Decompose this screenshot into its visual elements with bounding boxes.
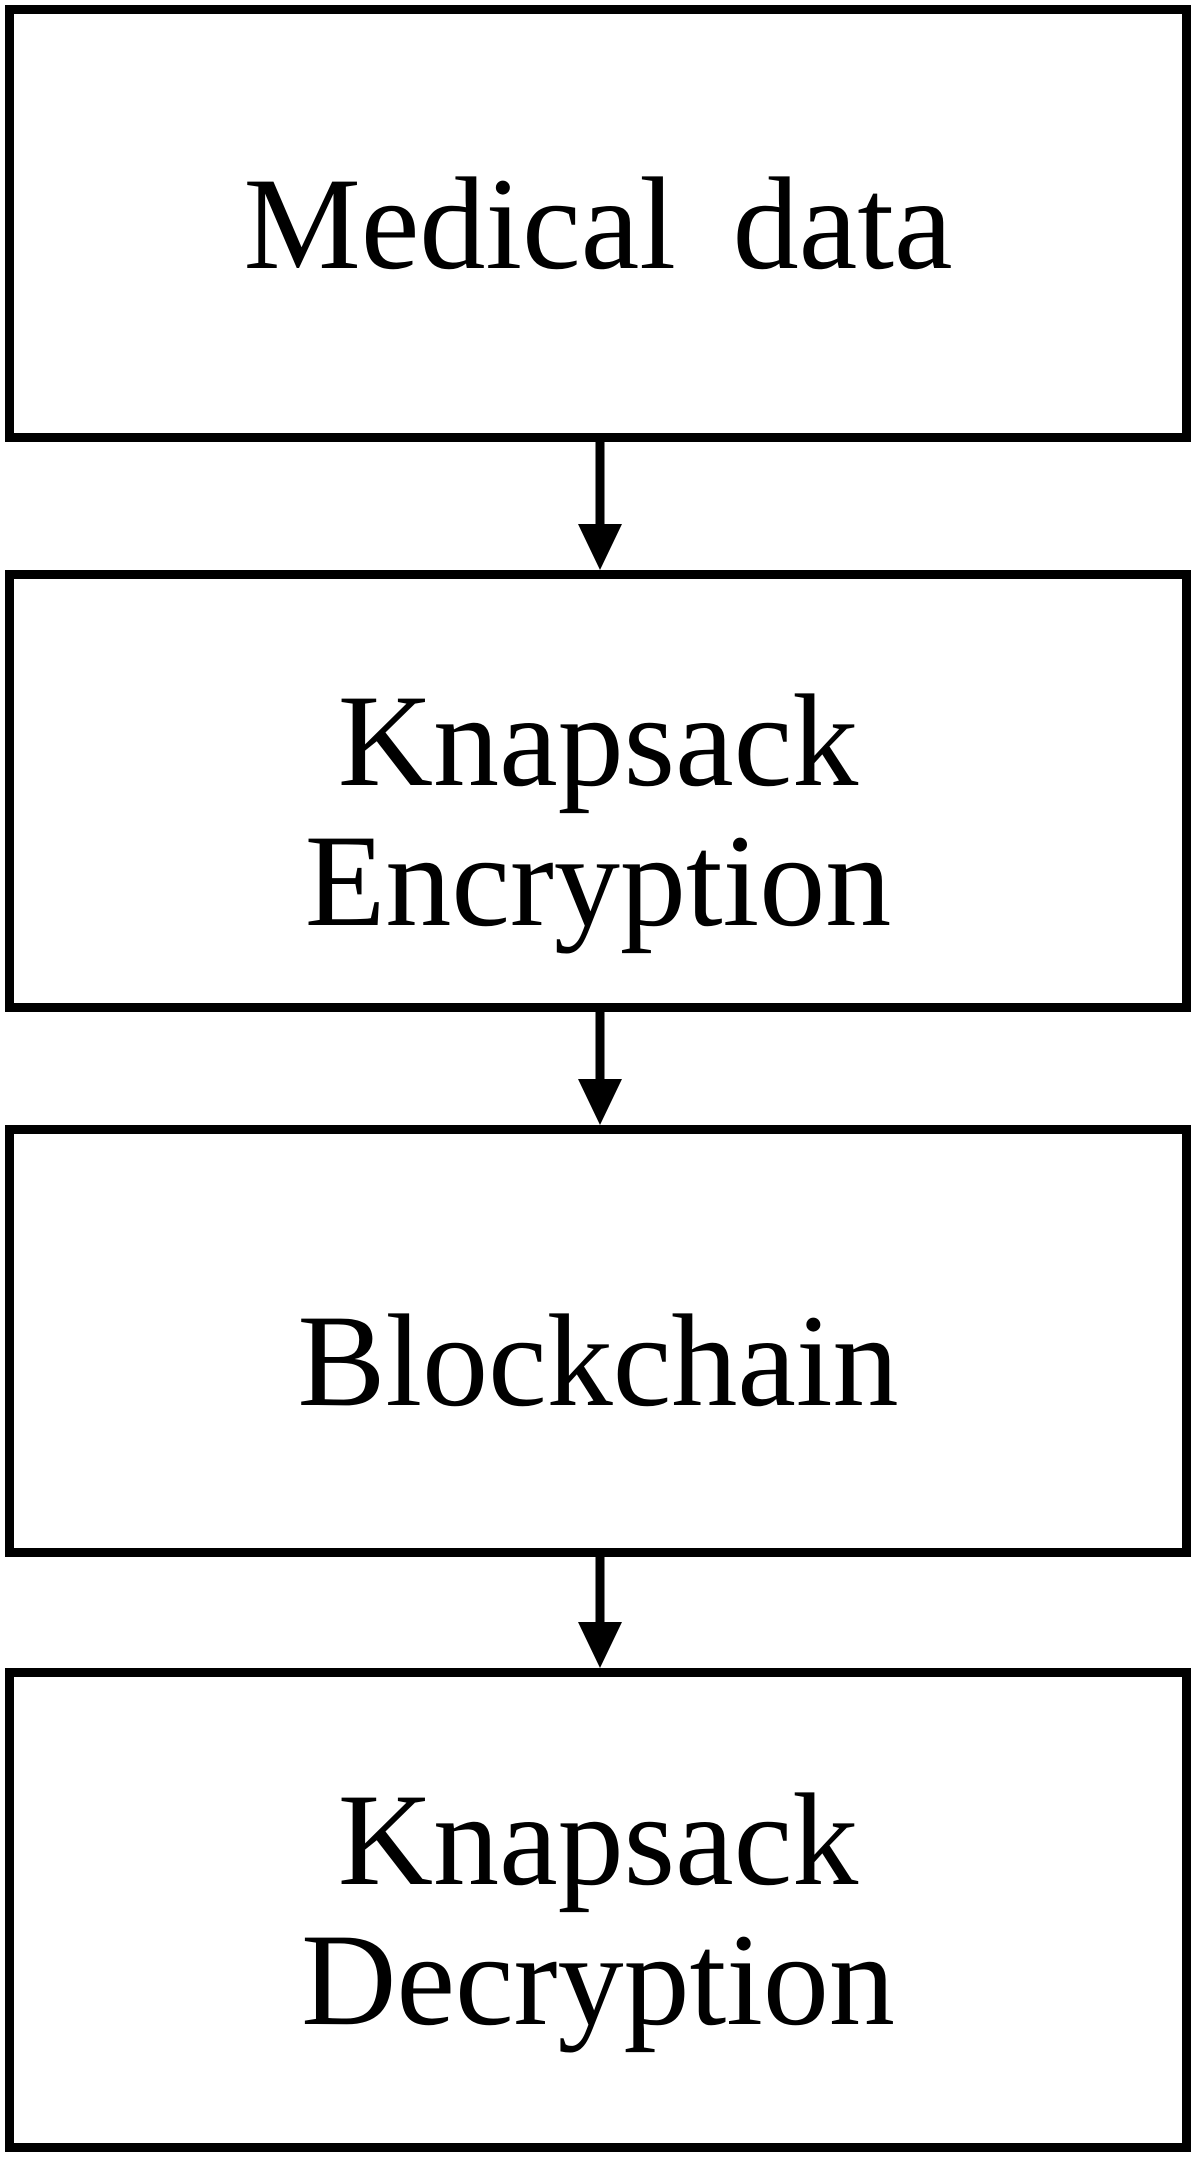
- node-knapsack-encryption-label: Knapsack Encryption: [304, 667, 892, 954]
- node-knapsack-encryption: Knapsack Encryption: [5, 570, 1191, 1012]
- node-medical-data: Medical data: [5, 5, 1191, 442]
- arrow-line: [595, 442, 605, 528]
- node-medical-data-label: Medical data: [243, 149, 953, 297]
- arrow-knapsack-encryption-to-blockchain: [576, 1012, 624, 1125]
- node-knapsack-decryption-label: Knapsack Decryption: [301, 1766, 895, 2053]
- arrow-head-down-icon: [578, 524, 622, 570]
- node-knapsack-decryption: Knapsack Decryption: [5, 1668, 1191, 2152]
- node-blockchain: Blockchain: [5, 1125, 1191, 1557]
- arrow-medical-data-to-knapsack-encryption: [576, 442, 624, 570]
- node-blockchain-label: Blockchain: [297, 1287, 899, 1435]
- arrow-blockchain-to-knapsack-decryption: [576, 1557, 624, 1668]
- arrow-head-down-icon: [578, 1079, 622, 1125]
- arrow-line: [595, 1012, 605, 1083]
- arrow-head-down-icon: [578, 1622, 622, 1668]
- arrow-line: [595, 1557, 605, 1626]
